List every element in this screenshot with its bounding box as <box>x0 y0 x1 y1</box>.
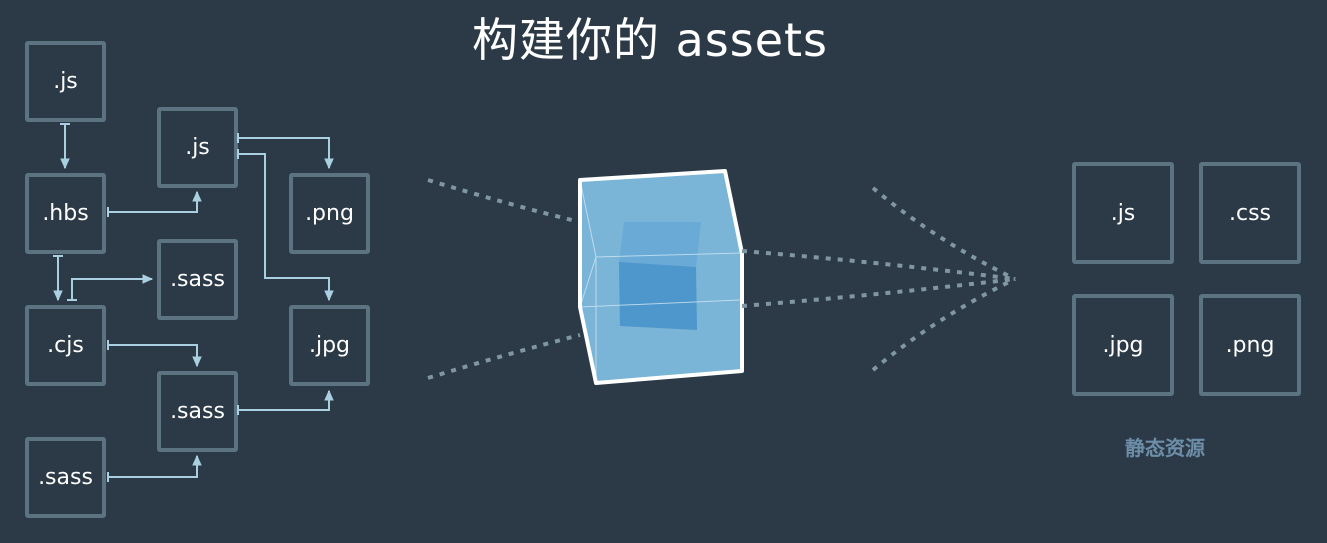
dotted-line-out-top <box>741 249 1016 281</box>
connector-sass-sass <box>108 454 202 478</box>
output-jpg-box: .jpg <box>1072 294 1174 396</box>
source-cjs-box: .cjs <box>25 305 106 386</box>
bundler-cube-icon <box>578 169 744 385</box>
connector-hbs-js <box>108 190 202 213</box>
connector-cjs-sass <box>71 274 154 300</box>
source-png-box: .png <box>289 173 370 254</box>
dotted-line-in-bottom <box>427 333 581 380</box>
dotted-arc-bottom <box>871 277 1016 372</box>
source-sass-box-2: .sass <box>157 371 238 452</box>
source-sass-box-3: .sass <box>25 437 106 518</box>
connector-js-png <box>238 137 334 170</box>
source-sass-box: .sass <box>157 239 238 320</box>
connector-js-jpg <box>238 153 334 302</box>
source-hbs-box: .hbs <box>25 173 106 254</box>
output-css-box: .css <box>1199 162 1301 264</box>
page-title: 构建你的 assets <box>471 13 829 67</box>
connector-cjs-sass-2 <box>108 344 202 368</box>
output-png-box: .png <box>1199 294 1301 396</box>
dotted-arc-top <box>871 186 1016 281</box>
source-js-box: .js <box>25 41 106 122</box>
source-jpg-box: .jpg <box>289 305 370 386</box>
source-js-box-2: .js <box>157 107 238 188</box>
output-js-box: .js <box>1072 162 1174 264</box>
dotted-line-in-top <box>427 178 581 224</box>
outputs-caption: 静态资源 <box>1125 436 1205 460</box>
connector-sass-jpg <box>238 389 334 411</box>
